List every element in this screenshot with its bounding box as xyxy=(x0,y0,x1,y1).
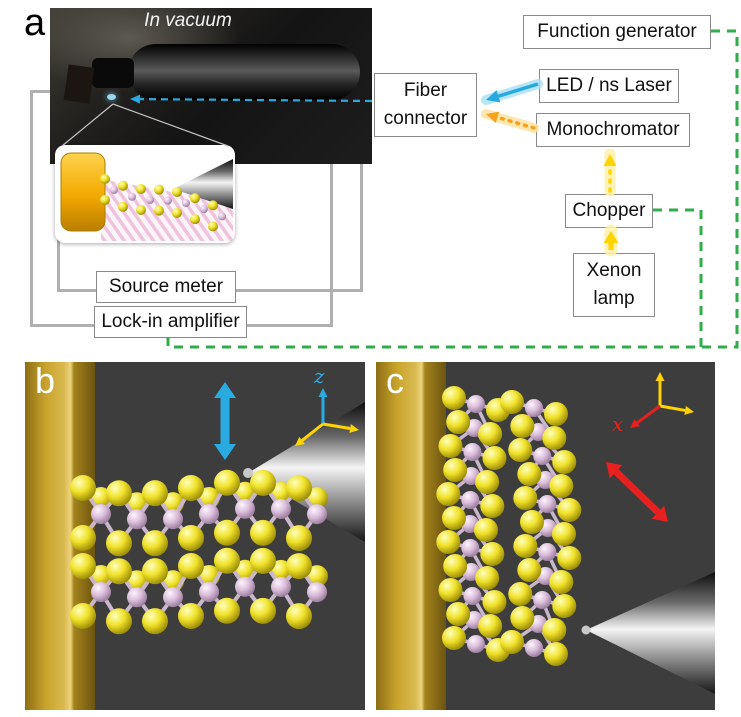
source-meter-box: Source meter xyxy=(96,271,236,303)
panel-a-label: a xyxy=(24,2,46,44)
chamber-lens xyxy=(92,58,134,88)
chopper-box: Chopper xyxy=(565,194,653,228)
panel-b-label: b xyxy=(35,362,56,401)
photo-caption: In vacuum xyxy=(144,10,232,31)
x-axis-label: x xyxy=(612,412,624,436)
sample-spot xyxy=(107,94,116,100)
panel-c-scene xyxy=(436,372,715,694)
sample-zoom-render xyxy=(60,152,233,241)
sample-zoom-inset xyxy=(55,145,235,243)
fiber-connector-box: Fiber connector xyxy=(374,73,477,137)
function-generator-box: Function generator xyxy=(523,15,711,49)
xenon-lamp-box: Xenon lamp xyxy=(573,253,655,317)
sample-mount xyxy=(63,64,95,104)
gold-pad-inset xyxy=(60,152,106,232)
panel-c-render: c xyxy=(376,362,715,710)
led-laser-box: LED / ns Laser xyxy=(539,69,679,103)
panel-b-scene xyxy=(70,382,365,635)
panel-c-label: c xyxy=(386,362,404,401)
lock-in-amplifier-box: Lock-in amplifier xyxy=(94,306,247,338)
vacuum-chamber-photo: In vacuum xyxy=(50,8,372,164)
z-axis-label: z xyxy=(314,364,325,388)
monochromator-box: Monochromator xyxy=(536,113,690,147)
gold-electrode-c xyxy=(376,362,446,710)
panel-b-render: b xyxy=(25,362,365,710)
chamber-tube xyxy=(128,44,360,100)
